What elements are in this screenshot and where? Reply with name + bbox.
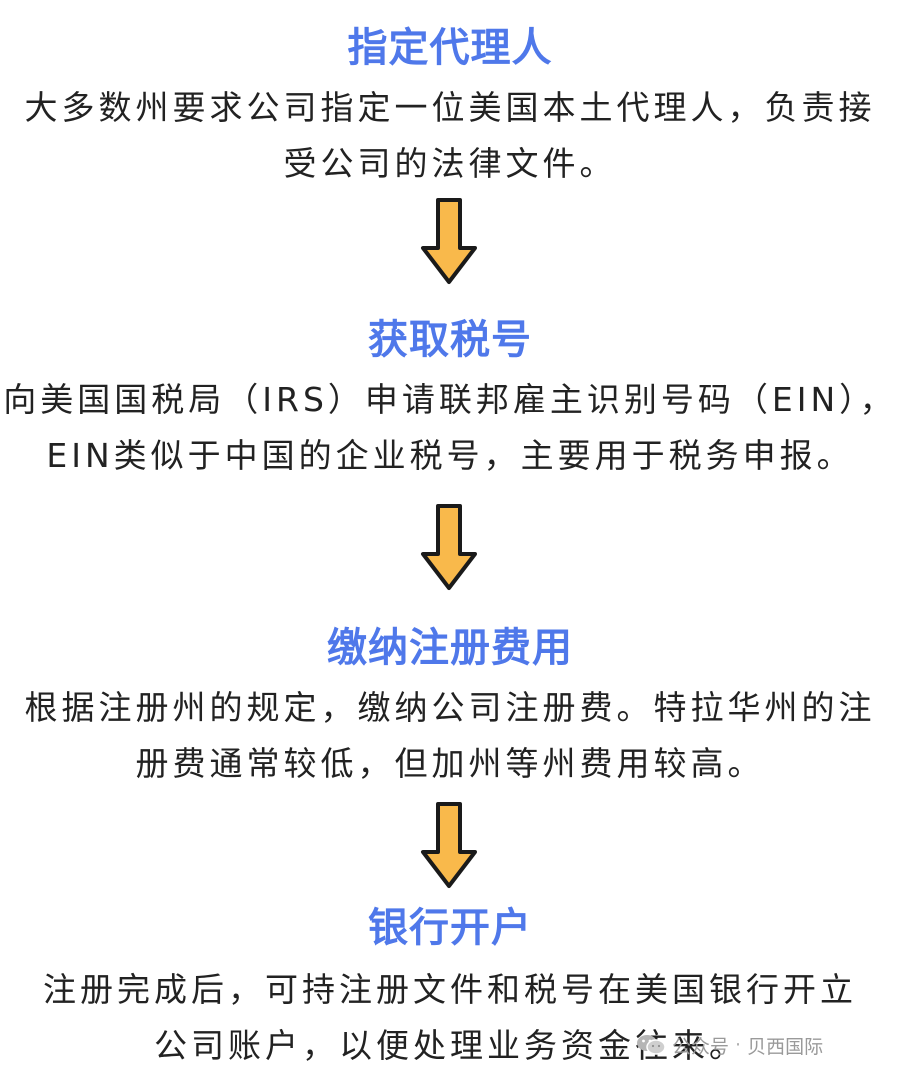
arrow-down-icon	[421, 504, 477, 590]
step-2-desc-line-1: 向美国国税局（IRS）申请联邦雇主识别号码（EIN），	[3, 380, 897, 419]
wechat-icon	[637, 1035, 666, 1055]
step-4-title: 银行开户	[368, 905, 532, 951]
step-2-desc-line-2: EIN类似于中国的企业税号，主要用于税务申报。	[46, 436, 854, 475]
step-2-title: 获取税号	[368, 317, 532, 363]
step-3-title: 缴纳注册费用	[327, 625, 573, 671]
step-3-desc-line-2: 册费通常较低，但加州等州费用较高。	[135, 744, 765, 783]
arrow-down-icon	[421, 802, 477, 888]
watermark: 公众号 · 贝西国际	[636, 1028, 823, 1062]
step-1-desc-line-2: 受公司的法律文件。	[283, 144, 617, 183]
watermark-separator: ·	[735, 1034, 742, 1056]
step-3-desc-line-1: 根据注册州的规定，缴纳公司注册费。特拉华州的注	[24, 688, 876, 727]
watermark-prefix: 公众号	[672, 1035, 730, 1058]
step-4-desc-line-1: 注册完成后，可持注册文件和税号在美国银行开立	[43, 970, 857, 1009]
arrow-down-icon	[421, 198, 477, 284]
step-1-title: 指定代理人	[347, 25, 553, 71]
watermark-account: 贝西国际	[747, 1035, 824, 1058]
step-1-desc-line-1: 大多数州要求公司指定一位美国本土代理人，负责接	[24, 88, 876, 127]
